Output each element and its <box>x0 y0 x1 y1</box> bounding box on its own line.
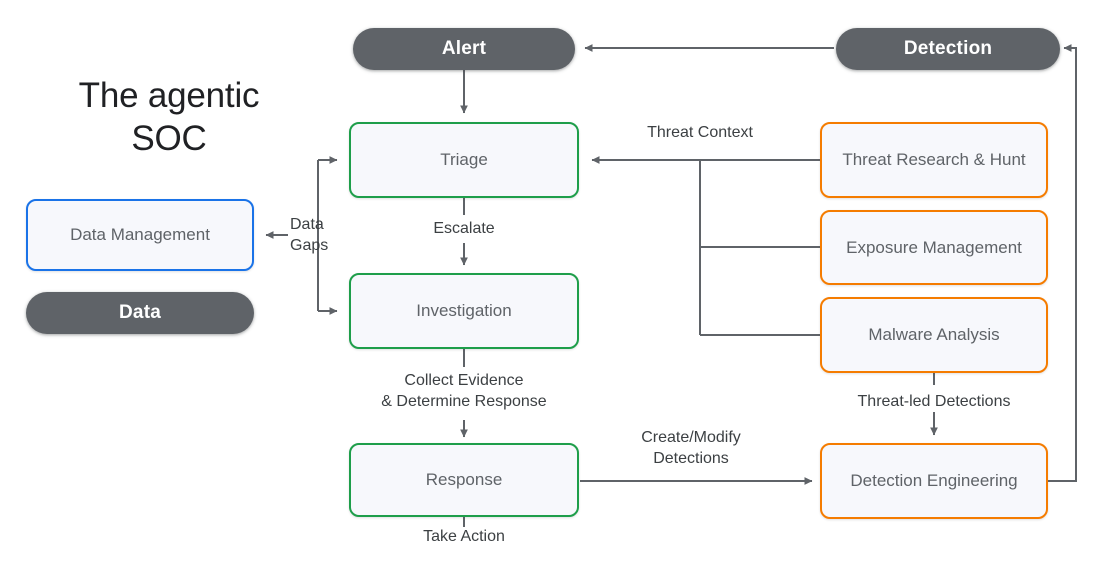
edge-label-take-action: Take Action <box>423 528 505 545</box>
edge-label-data-gaps: Data Gaps <box>290 216 329 254</box>
edge-label-escalate: Escalate <box>433 220 495 237</box>
node-investigation[interactable]: Investigation <box>349 273 579 349</box>
node-data-label: Data <box>119 302 161 323</box>
edge-label-threat-context: Threat Context <box>647 124 753 141</box>
edge-detection-engineering-to-detection <box>1048 44 1077 482</box>
node-alert-label: Alert <box>441 38 487 59</box>
node-malware-analysis-label: Malware Analysis <box>868 325 1000 344</box>
node-threat-research-hunt[interactable]: Threat Research & Hunt <box>820 122 1048 198</box>
page-title-line-1: The agentic <box>78 76 260 115</box>
node-detection-engineering-label: Detection Engineering <box>850 471 1018 490</box>
node-response-label: Response <box>425 470 503 489</box>
node-alert[interactable]: Alert <box>353 28 575 70</box>
node-exposure-management[interactable]: Exposure Management <box>820 210 1048 285</box>
edge-label-collect-evidence: Collect Evidence & Determine Response <box>381 372 547 410</box>
node-malware-analysis[interactable]: Malware Analysis <box>820 297 1048 373</box>
page-title-line-2: SOC <box>131 119 207 158</box>
node-investigation-label: Investigation <box>416 301 512 320</box>
node-detection[interactable]: Detection <box>836 28 1060 70</box>
node-threat-research-hunt-label: Threat Research & Hunt <box>842 150 1026 169</box>
node-data[interactable]: Data <box>26 292 254 334</box>
edge-label-create-modify-detections: Create/Modify Detections <box>641 429 741 467</box>
node-exposure-management-label: Exposure Management <box>846 237 1022 257</box>
node-detection-label: Detection <box>903 38 993 59</box>
node-triage-label: Triage <box>440 150 488 169</box>
node-data-management[interactable]: Data Management <box>26 199 254 271</box>
node-detection-engineering[interactable]: Detection Engineering <box>820 443 1048 519</box>
edge-label-threat-led-detections: Threat-led Detections <box>857 393 1011 410</box>
page-title: The agentic SOC <box>38 74 300 160</box>
node-response[interactable]: Response <box>349 443 579 517</box>
node-data-management-label: Data Management <box>70 225 210 244</box>
node-triage[interactable]: Triage <box>349 122 579 198</box>
